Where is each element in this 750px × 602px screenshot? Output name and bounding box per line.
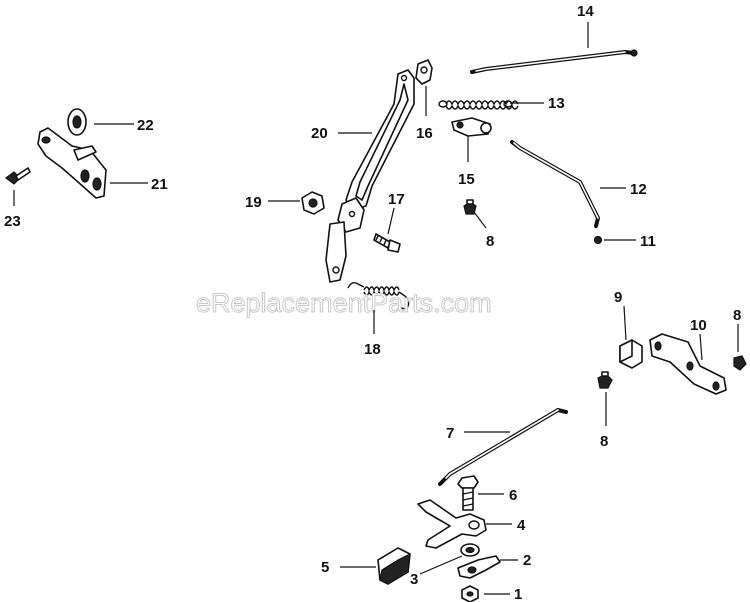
- callout-16: 16: [416, 125, 433, 142]
- callout-3: 3: [410, 571, 418, 588]
- part-9-clip[interactable]: [619, 339, 643, 369]
- callout-4: 4: [517, 517, 526, 534]
- callout-15: 15: [458, 171, 475, 188]
- callout-10: 10: [690, 317, 707, 334]
- callout-18: 18: [364, 341, 381, 358]
- callout-20: 20: [311, 125, 328, 142]
- callout-8-right: 8: [733, 307, 741, 324]
- part-15-swivel[interactable]: [451, 117, 492, 137]
- callout-9: 9: [614, 289, 622, 306]
- callout-11: 11: [640, 233, 656, 250]
- callout-21: 21: [151, 176, 168, 193]
- callout-5: 5: [321, 559, 329, 576]
- part-8-screw-upper[interactable]: [463, 199, 477, 215]
- part-1-nut[interactable]: [461, 585, 479, 602]
- part-2-clamp[interactable]: [457, 555, 501, 579]
- callout-19: 19: [245, 194, 262, 211]
- callout-12: 12: [630, 181, 647, 198]
- callout-2: 2: [523, 552, 531, 569]
- callout-8-middle: 8: [600, 433, 608, 450]
- callout-17: 17: [388, 191, 405, 208]
- part-14-rod[interactable]: [470, 49, 638, 74]
- watermark-text: eReplacementParts.com: [196, 288, 492, 318]
- part-5-pad[interactable]: [377, 547, 411, 585]
- part-7-rod[interactable]: [438, 408, 568, 486]
- callout-13: 13: [548, 95, 565, 112]
- part-20-bracket[interactable]: [325, 69, 415, 283]
- part-23-screw[interactable]: [5, 167, 31, 185]
- part-21-bracket[interactable]: [37, 127, 107, 199]
- part-18-spring[interactable]: [347, 281, 410, 310]
- part-8-screw-right[interactable]: [733, 355, 747, 371]
- callout-7: 7: [446, 425, 454, 442]
- part-13-spring[interactable]: [438, 100, 519, 110]
- part-16-clip[interactable]: [415, 59, 433, 85]
- callout-23: 23: [4, 213, 21, 230]
- callout-6: 6: [509, 487, 517, 504]
- part-22-washer[interactable]: [67, 108, 87, 136]
- callout-labels: 14 13 16 15 12 8 11 20 19 17 18 22 21 23…: [4, 3, 741, 602]
- leader-lines: [13, 22, 739, 595]
- part-10-bracket[interactable]: [649, 333, 727, 395]
- callout-1: 1: [514, 586, 522, 602]
- part-12-rod[interactable]: [510, 140, 600, 228]
- part-19-nut[interactable]: [301, 191, 325, 215]
- callout-8-upper: 8: [486, 233, 494, 250]
- part-6-bolt[interactable]: [457, 475, 479, 511]
- part-3-washer[interactable]: [460, 543, 480, 557]
- callout-22: 22: [137, 117, 154, 134]
- part-4-lever[interactable]: [417, 499, 487, 549]
- part-8-screw-middle[interactable]: [597, 371, 613, 389]
- part-11-clip[interactable]: [593, 235, 603, 245]
- callout-14: 14: [577, 3, 594, 20]
- part-17-bolt[interactable]: [373, 233, 401, 253]
